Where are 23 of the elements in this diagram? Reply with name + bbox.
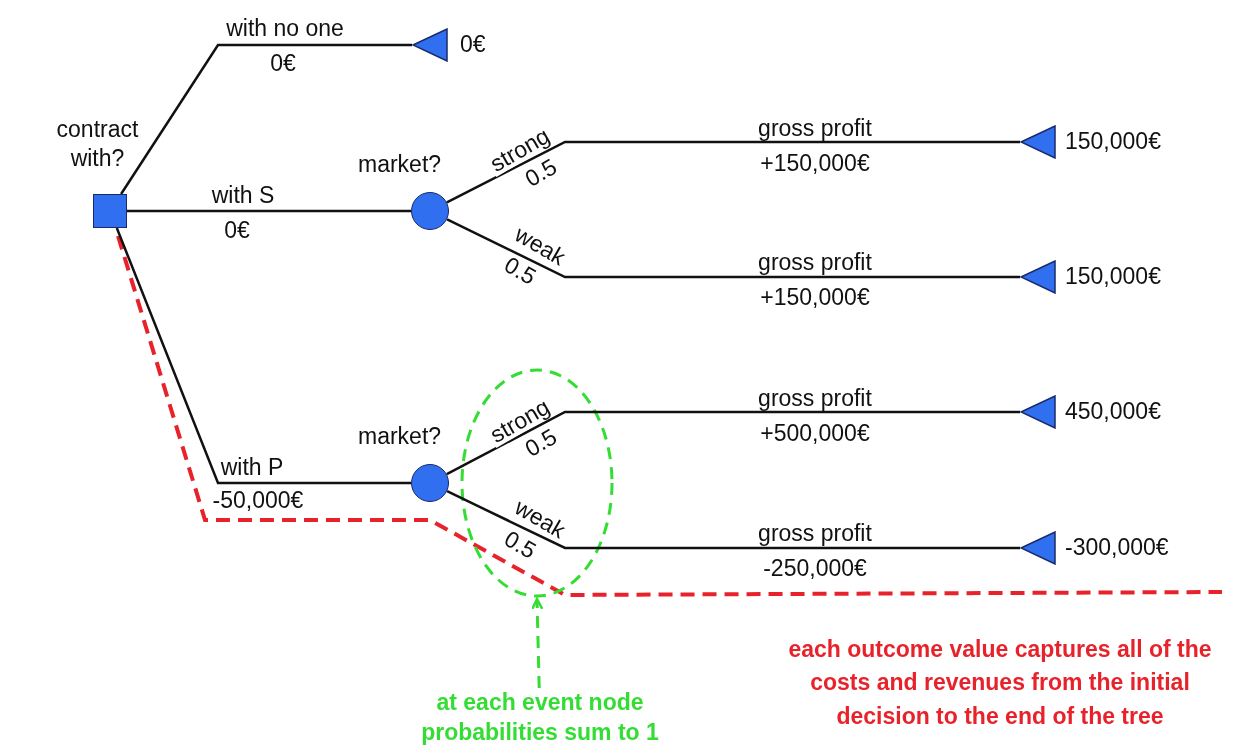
node-label: market? [358,152,442,178]
payoff-value: -300,000€ [1065,535,1169,561]
outcome-label: gross profit +150,000€ [757,113,873,177]
branch-line [446,140,1020,204]
value-label: -50,000€ [210,488,306,512]
branch-line [120,43,412,195]
branch-line [446,490,1020,550]
dashed-arrow [531,597,544,689]
branch-line [127,209,411,213]
annotation-text: at each event node probabilities sum to 1 [420,688,660,747]
payoff-value: 0€ [460,32,486,58]
outcome-label: gross profit -250,000€ [757,518,873,582]
payoff-value: 150,000€ [1065,264,1161,290]
outcome-label: gross profit +500,000€ [757,383,873,447]
branch-line [446,410,1020,476]
payoff-value: 150,000€ [1065,129,1161,155]
payoff-value: 450,000€ [1065,399,1161,425]
branch-line [115,227,411,485]
node-label: contract with? [55,115,140,173]
outcome-label: gross profit +150,000€ [757,247,873,311]
node-label: market? [358,424,442,450]
branch-line [446,218,1020,279]
annotation-text: each outcome value captures all of the costs and revenues from the initial decision to the end of the tree [787,635,1213,731]
